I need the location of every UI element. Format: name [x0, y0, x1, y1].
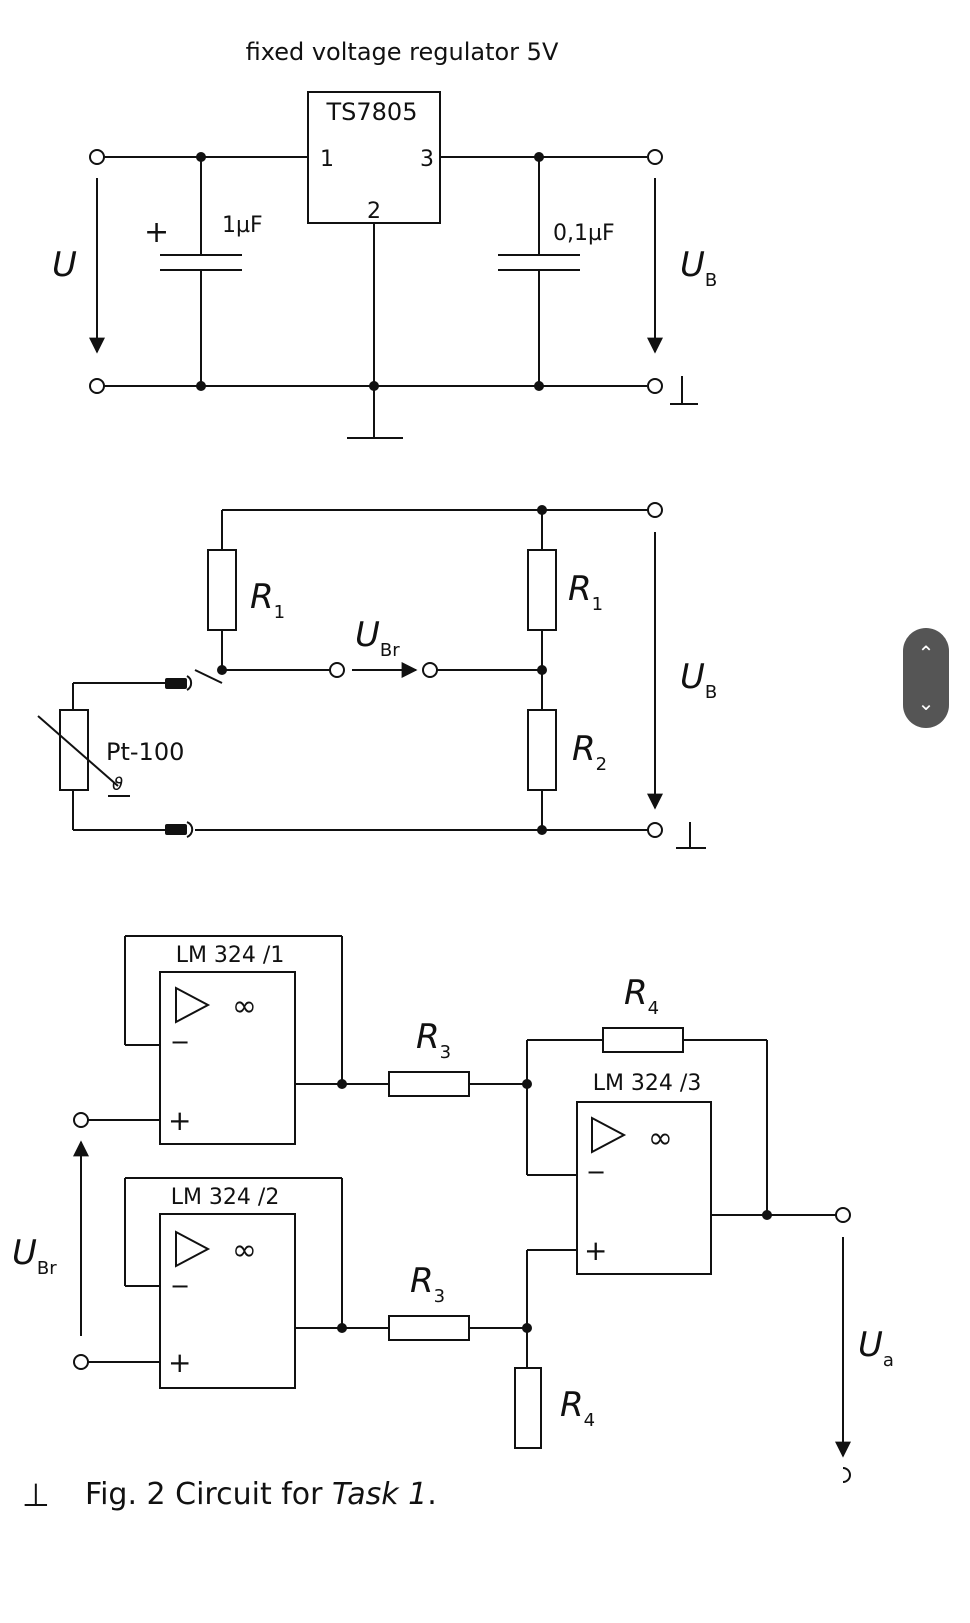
svg-text:−: −	[170, 1028, 190, 1056]
regulator-pin1: 1	[320, 147, 334, 172]
resistor-r1-right	[527, 549, 557, 631]
resistor-r1-left	[207, 549, 237, 631]
voltage-u-label: U	[52, 245, 77, 285]
regulator-pin2: 2	[367, 199, 381, 224]
regulator-ic	[307, 91, 441, 224]
resistor-r4-top	[602, 1027, 684, 1053]
voltage-ua-label: Ua	[858, 1325, 894, 1371]
page-nav-control: ⌃ ⌄	[903, 628, 949, 728]
opamp3	[576, 1101, 712, 1275]
regulator-pin3: 3	[420, 147, 434, 172]
voltage-ub-bridge-label: UB	[680, 657, 717, 703]
terminal-in-top	[89, 149, 105, 165]
terminal-ubr-in-top	[73, 1112, 89, 1128]
terminal-out-top	[647, 149, 663, 165]
terminal-ubr-in-bottom	[73, 1354, 89, 1370]
resistor-r3-top-label: R3	[416, 1017, 451, 1063]
terminal-out-bottom	[647, 378, 663, 394]
opamp1	[159, 971, 296, 1145]
resistor-r4-bottom	[514, 1367, 542, 1449]
terminal-ubr-right	[422, 662, 438, 678]
capacitor-out-label: 0,1µF	[553, 221, 615, 246]
capacitor-in-label: 1µF	[222, 213, 263, 238]
regulator-title: fixed voltage regulator 5V	[246, 38, 559, 66]
resistor-r3-bottom	[388, 1315, 470, 1341]
chevron-down-glyph: ⌄	[917, 691, 935, 715]
opamp2-label: LM 324 /2	[171, 1185, 280, 1210]
svg-text:∞: ∞	[232, 1233, 257, 1268]
sensor-pt100	[59, 709, 89, 791]
regulator-ic-name: TS7805	[326, 98, 418, 126]
resistor-r1-left-label: R1	[250, 577, 285, 623]
terminal-bridge-bottom	[647, 822, 663, 838]
caption-text: Fig. 2 Circuit for Task 1.	[85, 1477, 437, 1512]
svg-text:∞: ∞	[232, 989, 257, 1024]
voltage-ub-label: UB	[680, 245, 717, 291]
svg-text:+: +	[168, 1104, 191, 1137]
voltage-ubr-in-label: UBr	[12, 1233, 57, 1279]
ground-symbol-bridge	[676, 822, 706, 849]
opamp3-label: LM 324 /3	[593, 1071, 702, 1096]
resistor-r4-top-label: R4	[624, 973, 659, 1019]
terminal-bridge-top	[647, 502, 663, 518]
svg-text:−: −	[170, 1272, 190, 1300]
terminal-ubr-left	[329, 662, 345, 678]
resistor-r2-label: R2	[572, 729, 607, 775]
resistor-r3-bottom-label: R3	[410, 1261, 445, 1307]
resistor-r1-right-label: R1	[568, 569, 603, 615]
svg-text:−: −	[586, 1158, 606, 1186]
opamp2-triangle-icon	[175, 1230, 211, 1268]
chevron-up-glyph: ⌃	[917, 641, 935, 665]
opamp3-triangle-icon	[591, 1116, 627, 1154]
thermometer-icon: ϑ	[108, 774, 130, 797]
chevron-down-icon[interactable]: ⌄	[903, 678, 949, 728]
terminal-ua-bottom-partial	[842, 1467, 851, 1483]
svg-text:ϑ: ϑ	[112, 774, 123, 795]
connector-bottom-icon	[165, 821, 194, 838]
svg-text:+: +	[584, 1234, 607, 1267]
terminal-ua-top	[835, 1207, 851, 1223]
opamp1-label: LM 324 /1	[176, 943, 285, 968]
svg-text:∞: ∞	[648, 1121, 673, 1156]
voltage-ubr-label: UBr	[355, 615, 400, 661]
amplifier-section: LM 324 /1 ∞ − + R3 R4 LM 324 /3 ∞ − +	[12, 935, 894, 1483]
sensor-pt100-label: Pt-100	[106, 738, 184, 766]
caption-ground-symbol: ⊥	[22, 1476, 50, 1514]
chevron-up-icon[interactable]: ⌃	[903, 628, 949, 678]
figure-caption: ⊥ Fig. 2 Circuit for Task 1.	[22, 1476, 437, 1514]
opamp1-triangle-icon	[175, 986, 211, 1024]
regulator-section: fixed voltage regulator 5V TS7805 1 3 2 …	[52, 38, 717, 439]
sensor-pt100-variable-line	[37, 715, 119, 787]
opamp2	[159, 1213, 296, 1389]
ground-symbol-out	[670, 376, 698, 405]
svg-text:+: +	[168, 1346, 191, 1379]
terminal-in-bottom	[89, 378, 105, 394]
capacitor-in-polarity: +	[144, 215, 169, 250]
resistor-r3-top	[388, 1071, 470, 1097]
resistor-r4-bottom-label: R4	[560, 1385, 595, 1431]
connector-top-icon	[165, 675, 193, 691]
resistor-r2	[527, 709, 557, 791]
bridge-section: R1 UBr R1 R2 Pt-100 ϑ	[37, 502, 717, 849]
